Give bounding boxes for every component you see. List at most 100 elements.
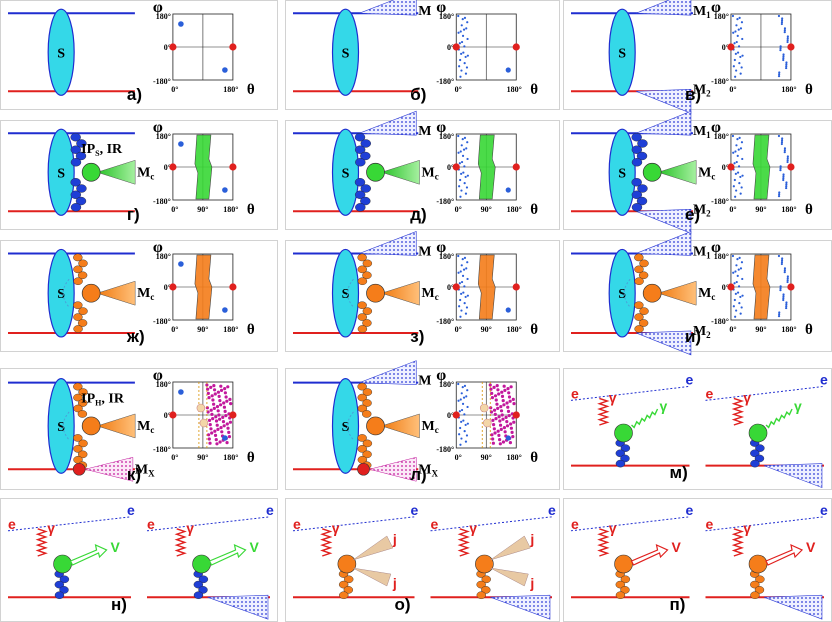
central-vertex (642, 283, 662, 303)
magenta-scatter-point (498, 419, 502, 423)
magenta-scatter-point (211, 417, 215, 421)
magenta-scatter-point (505, 401, 509, 405)
ladder (476, 580, 486, 589)
reggeon-chain (357, 265, 367, 274)
scatter-point (785, 66, 788, 70)
magenta-scatter-point (507, 391, 511, 395)
dissociation-cone (359, 360, 417, 385)
magenta-scatter-point (219, 384, 223, 388)
magenta-scatter-point (216, 409, 220, 413)
soft-blob (608, 248, 636, 338)
central-vertex (81, 416, 101, 436)
pomeron-chain (75, 151, 87, 161)
panel-border (0, 120, 278, 230)
magenta-scatter-point (497, 415, 501, 419)
tick-x0: 0° (455, 453, 462, 462)
magenta-scatter-point (502, 426, 507, 430)
central-cone (96, 413, 136, 439)
tick-x0: 0° (455, 205, 462, 214)
electron-line (705, 385, 825, 401)
soft-blob-label: S (57, 166, 65, 181)
scatter-point (780, 22, 783, 26)
panel-label: г) (127, 205, 140, 224)
magenta-scatter-point (492, 408, 497, 412)
photon-wavy (597, 397, 610, 426)
scatter-point (222, 67, 228, 73)
central-band (194, 134, 213, 200)
central-cone (380, 413, 420, 439)
scatter-point (739, 192, 742, 195)
scatter-point (458, 185, 461, 188)
scatter-point (732, 65, 735, 68)
pomeron-chain (631, 132, 642, 142)
scatter-point (780, 139, 784, 142)
scatter-point (458, 162, 461, 165)
reggeon-chain (357, 393, 367, 402)
reggeon-chain (362, 410, 372, 418)
tick-bottom: -180° (436, 77, 454, 86)
phi-axis-symbol: φ (153, 119, 163, 136)
central-vertex (366, 162, 385, 182)
ladder (755, 444, 765, 452)
scatter-point (457, 151, 460, 154)
scatter-point (783, 31, 786, 34)
dissociation-cone (359, 110, 417, 136)
scatter-point (463, 430, 466, 433)
scatter-point (739, 27, 743, 30)
scatter-point (460, 172, 463, 175)
central-vertex (366, 283, 385, 303)
magenta-scatter-point (506, 387, 510, 391)
tick-mid: 0° (722, 283, 729, 292)
tick-x90: 90° (481, 453, 492, 462)
photon-wavy (597, 528, 610, 557)
scatter-point (739, 72, 742, 75)
scatter-point (786, 37, 789, 40)
magenta-scatter-point (497, 433, 501, 437)
scatter-point (782, 177, 785, 180)
tick-top: 180° (156, 252, 171, 261)
magenta-scatter-point (218, 440, 222, 444)
scatter-point (735, 160, 738, 164)
magenta-scatter-point (207, 396, 211, 400)
pomeron-chain (354, 178, 366, 187)
scatter-point (782, 58, 785, 62)
scatter-point (457, 134, 460, 138)
pomeron-chain (636, 196, 648, 206)
scatter-point (777, 195, 781, 198)
scatter-point (463, 384, 467, 387)
tick-x0: 0° (729, 85, 736, 94)
electron-label: e (686, 502, 694, 518)
magenta-scatter-point (218, 399, 222, 403)
scatter-point (460, 392, 463, 395)
central-cone (380, 159, 420, 185)
scatter-point (463, 302, 466, 305)
magenta-scatter-point (491, 418, 495, 422)
beam-marker (452, 163, 460, 171)
panel-border (285, 368, 560, 490)
reggeon-chain (638, 271, 649, 280)
magenta-scatter-point (223, 387, 227, 391)
pomeron-chain (70, 132, 81, 142)
reggeon-chain (73, 382, 83, 391)
outgoing-label: M2 (693, 82, 711, 98)
photon-label: γ (469, 520, 477, 536)
scatter-point (739, 267, 743, 270)
tick-x180: 180° (223, 453, 238, 462)
vector-arrow (69, 543, 108, 566)
reggeon-chain (77, 319, 88, 327)
scatter-point (462, 291, 465, 294)
scatter-point (781, 257, 784, 260)
magenta-scatter-point (500, 413, 504, 417)
reggeon-chain (634, 265, 644, 274)
tick-x180: 180° (507, 85, 522, 94)
soft-blob (331, 378, 360, 474)
magenta-scatter-point (501, 440, 506, 444)
photon-wavy (35, 528, 48, 557)
scatter-point (460, 40, 464, 44)
beam-marker (229, 283, 237, 291)
scatter-point (734, 150, 737, 153)
pomeron-chain (355, 158, 366, 167)
